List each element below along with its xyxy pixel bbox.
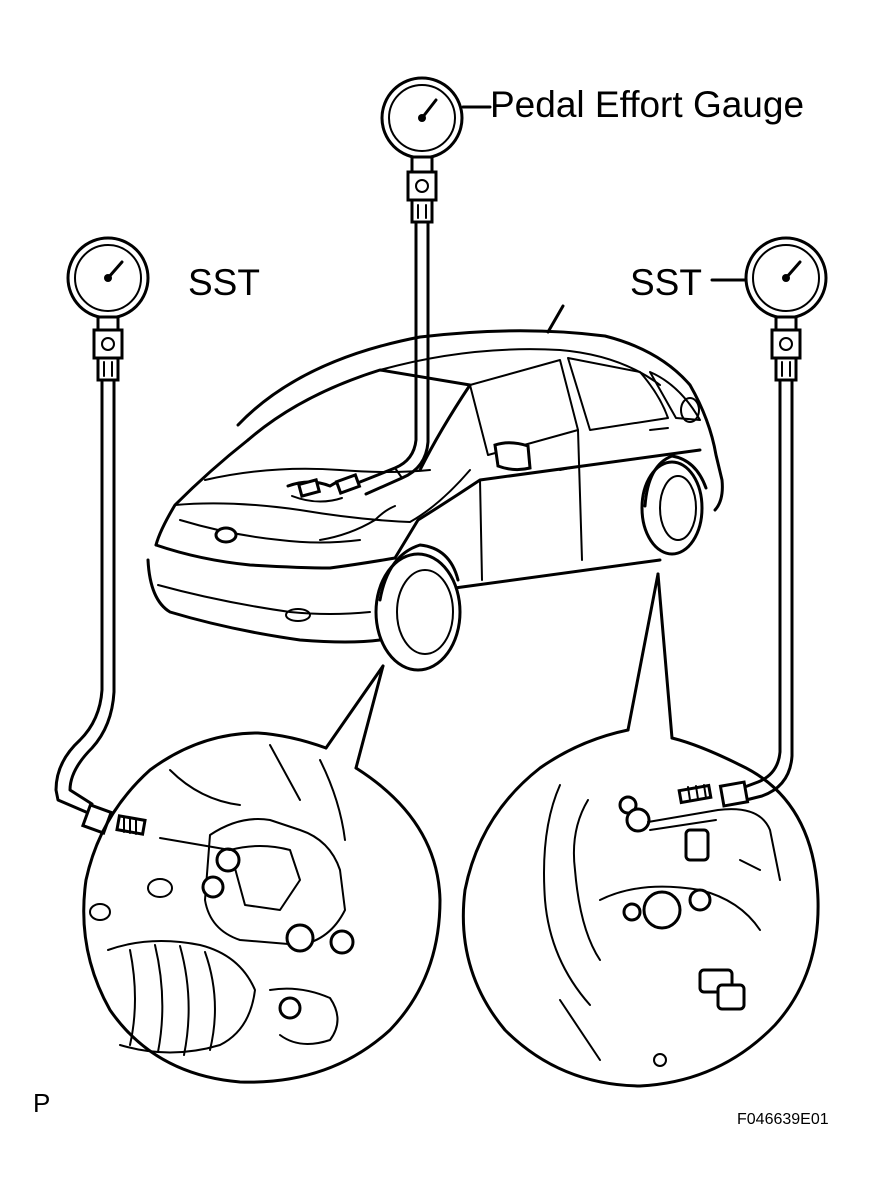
right-sst-hose (740, 378, 782, 790)
left-hose-fitting (80, 802, 147, 836)
figure-code: F046639E01 (737, 1111, 829, 1128)
right-hose-fitting (677, 780, 750, 808)
corner-letter: P (33, 1088, 51, 1118)
pedal-effort-gauge-icon (380, 76, 492, 224)
left-sst-hose (54, 378, 104, 814)
right-sst-gauge-icon (710, 236, 828, 382)
left-sst-label: SST (188, 262, 260, 303)
right-sst-label: SST (630, 262, 702, 303)
front-caliper-detail (82, 664, 442, 1084)
rear-brake-detail (461, 572, 820, 1088)
pedal-effort-gauge-label: Pedal Effort Gauge (490, 84, 805, 125)
car-illustration (146, 304, 724, 672)
pedal-gauge-hose (358, 220, 418, 484)
left-sst-gauge-icon (66, 236, 150, 382)
